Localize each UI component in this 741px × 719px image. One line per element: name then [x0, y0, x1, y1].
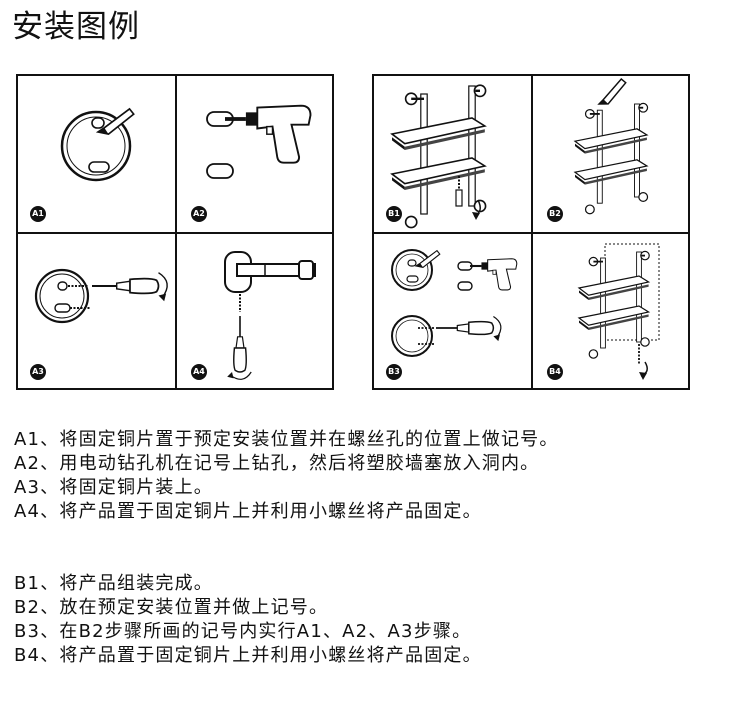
panel-b1: B1	[374, 76, 531, 233]
step-b2: B2、放在预定安装位置并做上记号。	[14, 597, 329, 618]
panel-b4: B4	[533, 234, 690, 391]
page-title: 安装图例	[12, 9, 140, 45]
b3-illustration	[391, 249, 518, 357]
diagram-grid-b: B1 B2 B3	[372, 74, 690, 390]
badge-b4: B4	[547, 364, 563, 380]
b1-illustration	[390, 83, 487, 229]
badge-b3: B3	[386, 364, 402, 380]
badge-b1: B1	[386, 206, 402, 222]
badge-b2: B2	[547, 206, 563, 222]
step-a3: A3、将固定铜片装上。	[14, 477, 213, 498]
diagram-grid-a: A1 A2 A3 A4	[16, 74, 334, 390]
panel-a4: A4	[177, 234, 334, 391]
step-b3: B3、在B2步骤所画的记号内实行A1、A2、A3步骤。	[14, 621, 472, 642]
step-b1: B1、将产品组装完成。	[14, 573, 213, 594]
badge-a4: A4	[191, 364, 207, 380]
panel-b2: B2	[533, 76, 690, 233]
badge-a1: A1	[30, 206, 46, 222]
step-a1: A1、将固定铜片置于预定安装位置并在螺丝孔的位置上做记号。	[14, 429, 559, 450]
badge-a2: A2	[191, 206, 207, 222]
a2-illustration	[206, 104, 312, 179]
a3-illustration	[34, 268, 169, 324]
step-a4: A4、将产品置于固定铜片上并利用小螺丝将产品固定。	[14, 501, 482, 522]
steps-a-list: A1、将固定铜片置于预定安装位置并在螺丝孔的位置上做记号。 A2、用电动钻孔机在…	[14, 428, 559, 524]
panel-b3: B3	[374, 234, 531, 391]
b4-illustration	[578, 243, 660, 380]
steps-b-list: B1、将产品组装完成。 B2、放在预定安装位置并做上记号。 B3、在B2步骤所画…	[14, 572, 482, 668]
badge-a3: A3	[30, 364, 46, 380]
panel-a3: A3	[18, 234, 175, 391]
step-a2: A2、用电动钻孔机在记号上钻孔，然后将塑胶墙塞放入洞内。	[14, 453, 540, 474]
panel-a1: A1	[18, 76, 175, 233]
step-b4: B4、将产品置于固定铜片上并利用小螺丝将产品固定。	[14, 645, 482, 666]
a1-illustration	[60, 108, 135, 182]
panel-a2: A2	[177, 76, 334, 233]
a4-illustration	[224, 251, 316, 381]
